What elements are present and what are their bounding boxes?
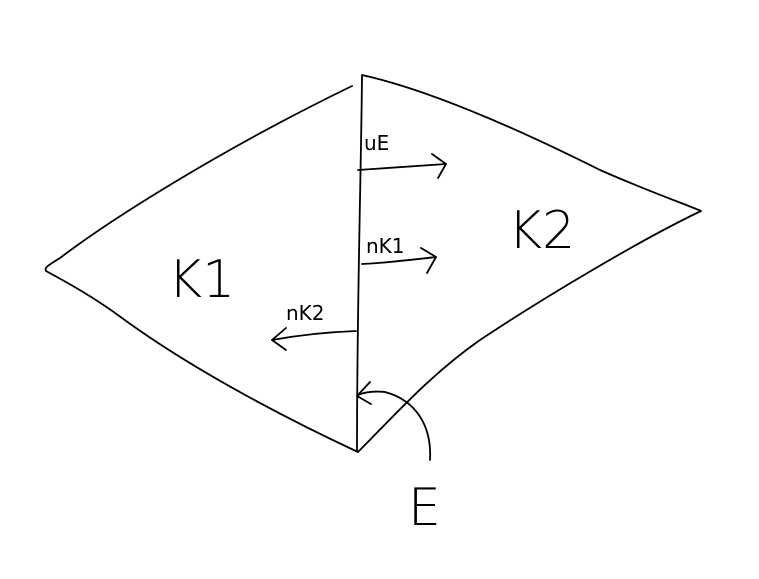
- label-velocity: uE: [364, 131, 389, 155]
- cell-k2-outline: [357, 74, 702, 453]
- label-normal-k1: nK1: [366, 234, 405, 258]
- shared-edge: [356, 75, 363, 452]
- label-edge: E: [408, 478, 441, 538]
- normal-k1-arrow: [361, 256, 437, 265]
- edge-pointer-arrow: [357, 390, 431, 461]
- normal-k2-arrowhead: [271, 327, 287, 351]
- velocity-arrow: [357, 163, 447, 171]
- cell-k1-outline: [44, 85, 359, 453]
- edge-pointer-arrowhead: [356, 381, 372, 405]
- velocity-arrowhead: [431, 153, 447, 179]
- label-normal-k2: nK2: [286, 301, 325, 325]
- label-k1: K1: [168, 250, 235, 310]
- label-k2: K2: [508, 201, 575, 261]
- normal-k2-arrow: [271, 330, 357, 341]
- normal-k1-arrowhead: [420, 247, 437, 274]
